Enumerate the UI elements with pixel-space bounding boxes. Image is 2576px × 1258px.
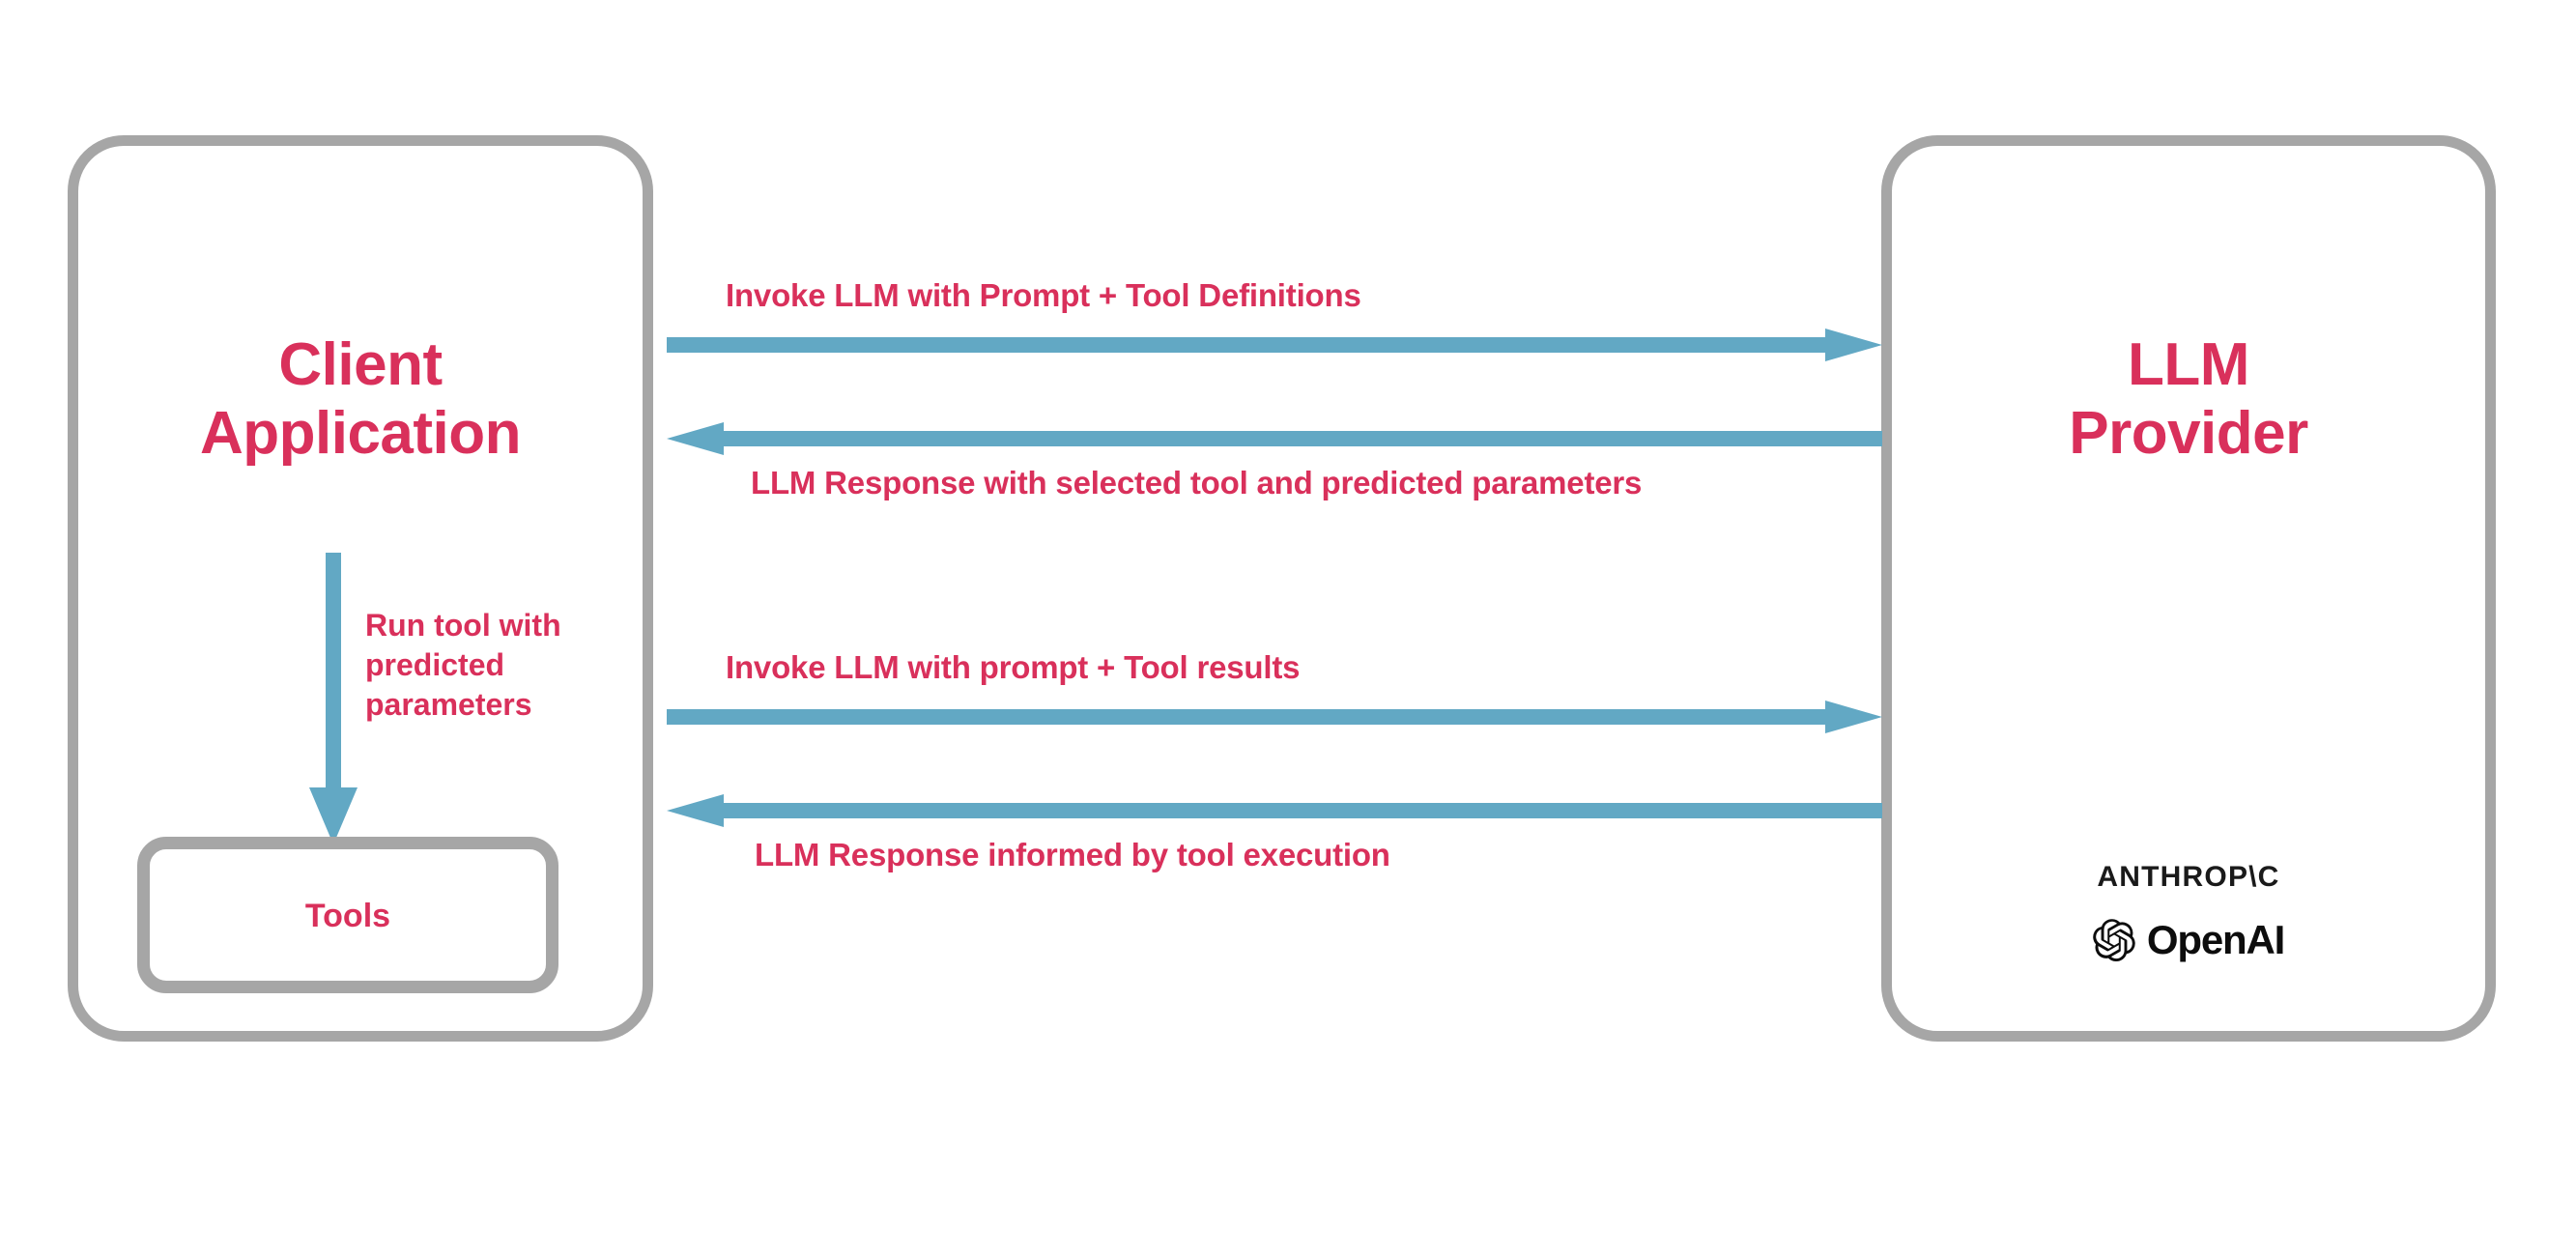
flow-arrow-2-label: LLM Response with selected tool and pred… xyxy=(751,465,1643,500)
provider-title-line-1: LLM xyxy=(2128,331,2249,398)
openai-wordmark: OpenAI xyxy=(2146,917,2285,962)
llm-provider-title: LLM Provider xyxy=(1892,331,2485,468)
flow-arrow-llm-response-tool-execution xyxy=(667,794,1882,827)
tools-label: Tools xyxy=(304,898,391,934)
openai-logo: OpenAI xyxy=(1892,917,2485,963)
run-tool-arrow xyxy=(301,553,365,844)
run-tool-arrow-label: Run tool with predicted parameters xyxy=(365,608,561,722)
anthropic-logo: ANTHROP\C xyxy=(2097,861,2280,893)
client-title-line-1: Client xyxy=(278,331,443,398)
flow-arrow-invoke-llm-tool-definitions xyxy=(667,329,1882,361)
llm-provider-panel: LLM Provider ANTHROP\C OpenAI xyxy=(1881,135,2496,1042)
client-application-title: Client Application xyxy=(78,331,643,468)
tools-box: Tools xyxy=(137,837,558,993)
openai-mark-icon xyxy=(2093,919,2135,961)
flow-arrow-1-label: Invoke LLM with Prompt + Tool Definition… xyxy=(726,277,1361,313)
provider-title-line-2: Provider xyxy=(2069,399,2308,467)
client-title-line-2: Application xyxy=(199,399,522,467)
flow-arrow-invoke-llm-tool-results xyxy=(667,700,1882,733)
flow-arrow-llm-response-selected-tool xyxy=(667,422,1882,455)
flow-arrow-4-label: LLM Response informed by tool execution xyxy=(755,837,1390,872)
flow-arrow-3-label: Invoke LLM with prompt + Tool results xyxy=(726,649,1301,685)
